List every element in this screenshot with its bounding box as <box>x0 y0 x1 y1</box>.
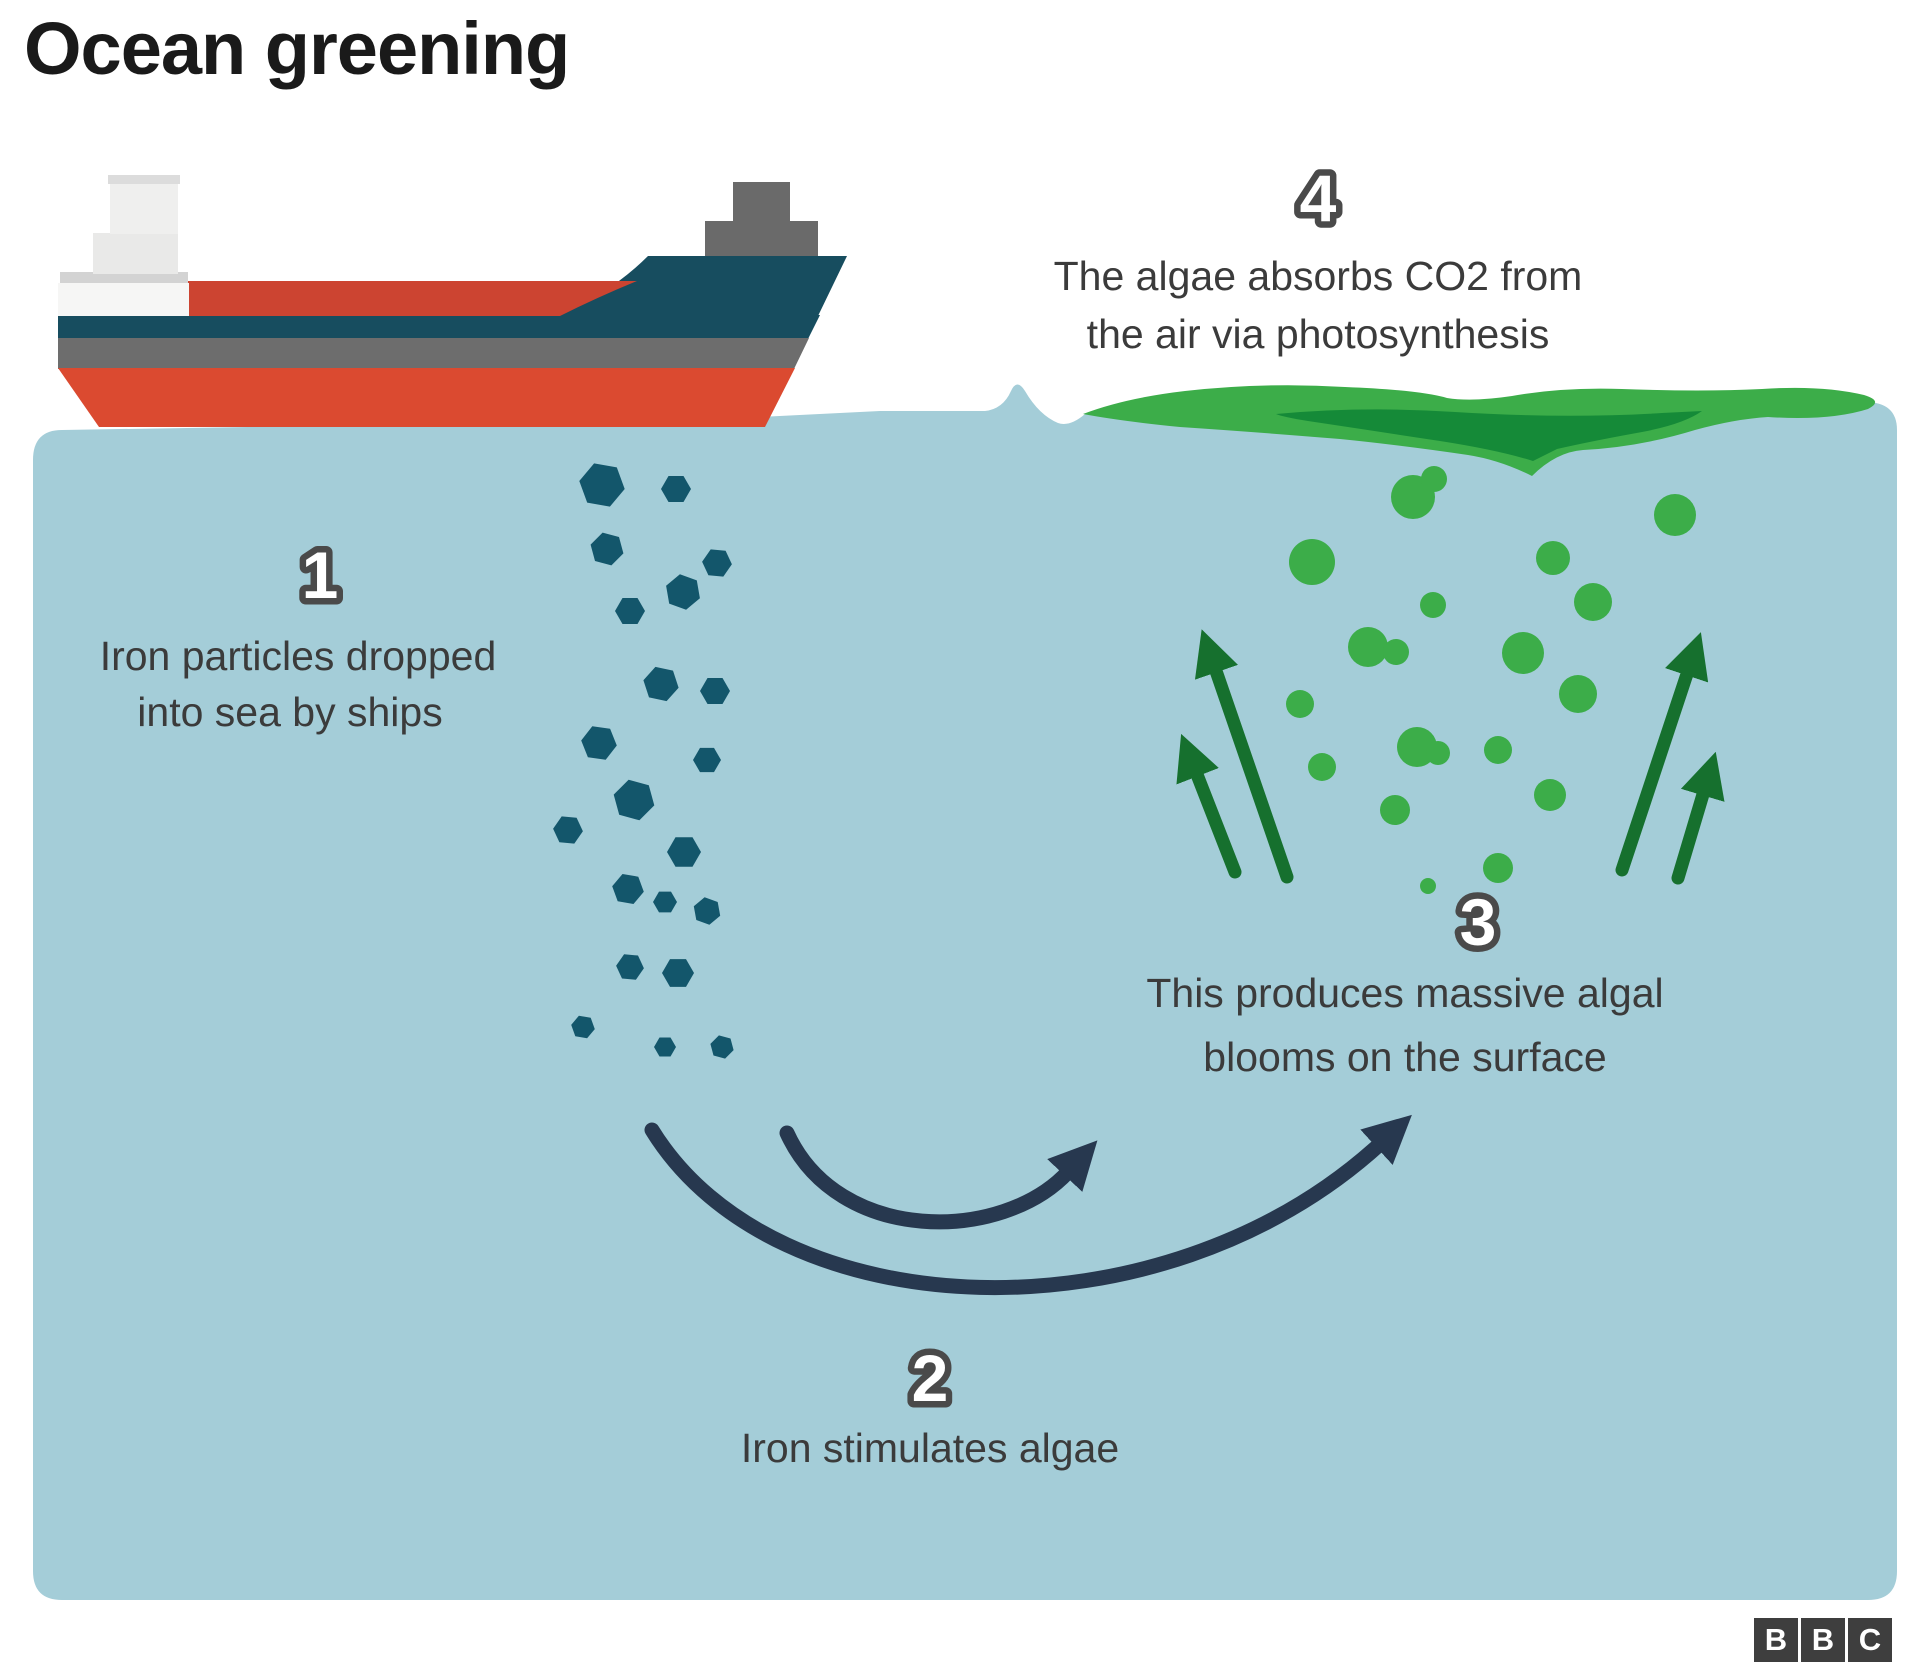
sea-water <box>33 384 1897 1600</box>
step-3-caption-line-1: This produces massive algal <box>1146 970 1663 1016</box>
step-1-number: 1 <box>302 538 339 612</box>
step-1-caption-line-2: into sea by ships <box>137 689 442 735</box>
algae-dot-icon <box>1484 736 1512 764</box>
up-arrow-icon <box>1671 751 1725 885</box>
algae-dot-icon <box>1420 878 1436 894</box>
step-4-caption-line-1: The algae absorbs CO2 from <box>1054 253 1583 299</box>
iron-particle-icon <box>653 891 677 913</box>
ship-funnel-base <box>705 221 818 261</box>
ship-red-deck-band <box>188 281 637 316</box>
iron-particle-icon <box>666 574 700 610</box>
iron-particle-icon <box>571 1015 595 1039</box>
iron-particle-icon <box>581 726 617 760</box>
step-2-number: 2 <box>912 1341 949 1415</box>
algae-dot-icon <box>1286 690 1314 718</box>
algae-dot-icon <box>1420 592 1446 618</box>
step-4-caption-line-2: the air via photosynthesis <box>1087 311 1550 357</box>
algae-dot-icon <box>1348 627 1388 667</box>
ship-teal-band <box>58 315 820 339</box>
bbc-logo-letter-box: B <box>1801 1618 1845 1662</box>
ship-superstructure-lower <box>93 233 178 274</box>
iron-particle-icon <box>667 837 701 867</box>
iron-particle-icon <box>693 897 721 925</box>
iron-particle-icon <box>702 549 732 577</box>
bloom-dark-green <box>1276 409 1702 461</box>
iron-particle-icon <box>613 779 655 821</box>
bbc-logo-letter-box: B <box>1754 1618 1798 1662</box>
iron-particle-icon <box>590 532 624 566</box>
iron-particle-icon <box>643 666 679 702</box>
algae-dot-icon <box>1534 779 1566 811</box>
iron-to-algae-arrows <box>644 1114 1412 1296</box>
ship-white-hull <box>58 283 189 316</box>
ship-bow <box>558 256 847 316</box>
algae-dot-icon <box>1536 541 1570 575</box>
iron-particle-icon <box>700 678 730 704</box>
ship-red-hull <box>58 368 795 427</box>
iron-particle-icon <box>654 1037 676 1057</box>
iron-particle-hexagons <box>553 463 734 1059</box>
ship-funnel-top <box>733 182 790 224</box>
page-title: Ocean greening <box>24 7 570 90</box>
algae-dot-icon <box>1421 466 1447 492</box>
up-arrow-icon <box>1615 632 1709 877</box>
up-arrow-icon <box>1194 629 1294 884</box>
iron-particle-icon <box>612 874 644 904</box>
iron-particle-icon <box>693 747 721 773</box>
algae-dot-icon <box>1289 539 1335 585</box>
up-arrow-icon <box>1176 733 1242 879</box>
iron-particle-icon <box>579 463 625 507</box>
iron-particle-icon <box>615 598 645 624</box>
iron-particle-icon <box>710 1035 734 1059</box>
curved-arrow-icon <box>779 1125 1098 1230</box>
algae-dot-icon <box>1574 583 1612 621</box>
bbc-logo-letter-box: C <box>1848 1618 1892 1662</box>
algae-dot-icon <box>1483 853 1513 883</box>
iron-particle-icon <box>616 954 644 980</box>
surface-algal-bloom-icon <box>1083 385 1876 476</box>
step-1-caption-line-1: Iron particles dropped <box>100 633 497 679</box>
algae-dot-icon <box>1383 639 1409 665</box>
cargo-ship-icon <box>58 175 847 427</box>
ship-gray-band <box>58 338 809 369</box>
ship-superstructure-upper <box>110 184 178 234</box>
step-4-number: 4 <box>1300 161 1337 235</box>
ship-bridge-roof <box>108 175 180 184</box>
ship-deck-strip <box>60 272 188 283</box>
algae-dot-icon <box>1426 741 1450 765</box>
algae-dot-icon <box>1559 675 1597 713</box>
algae-dot-icon <box>1502 632 1544 674</box>
iron-particle-icon <box>553 816 583 844</box>
bbc-logo: B B C <box>1754 1618 1892 1662</box>
step-3-caption-line-2: blooms on the surface <box>1203 1034 1606 1080</box>
curved-arrow-icon <box>644 1114 1412 1296</box>
step-3-number: 3 <box>1460 885 1497 959</box>
algae-dots <box>1286 466 1696 894</box>
algae-dot-icon <box>1654 494 1696 536</box>
step-2-caption: Iron stimulates algae <box>741 1425 1119 1471</box>
iron-particle-icon <box>662 959 694 987</box>
algae-dot-icon <box>1308 753 1336 781</box>
algae-dot-icon <box>1380 795 1410 825</box>
iron-particle-icon <box>661 476 691 502</box>
algae-rising-arrows <box>1176 629 1725 885</box>
